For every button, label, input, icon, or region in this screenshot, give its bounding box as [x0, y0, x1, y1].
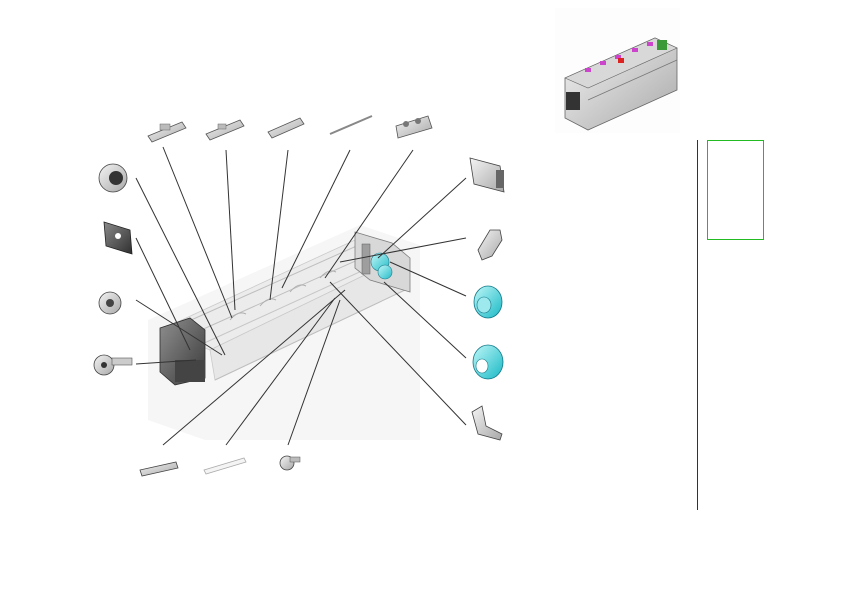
- shaft-thin: [329, 115, 373, 135]
- strip-bottom: [203, 457, 247, 475]
- side-plate-left: [103, 221, 133, 255]
- side-plate-right: [469, 157, 505, 193]
- clip-bottom: [139, 461, 179, 477]
- bracket-top-2: [205, 119, 245, 141]
- gear-left: [98, 291, 122, 315]
- roller-bar-top: [267, 117, 305, 139]
- leader-lines: [135, 146, 467, 446]
- gear-bracket-top: [395, 115, 433, 139]
- divider-line: [697, 140, 698, 510]
- bearing-cyan-2: [472, 344, 504, 380]
- lever-bracket: [471, 405, 503, 441]
- assembled-preview: [555, 8, 680, 133]
- bearing-cyan-1: [473, 285, 503, 319]
- bracket-top-1: [147, 121, 187, 143]
- gear-left-shaft: [93, 354, 133, 376]
- hook-bracket-right: [477, 229, 503, 261]
- thumbnail-frame[interactable]: [707, 140, 764, 240]
- main-assembly: [148, 225, 420, 440]
- bushing-ring: [98, 163, 128, 193]
- pin-bottom: [279, 455, 301, 471]
